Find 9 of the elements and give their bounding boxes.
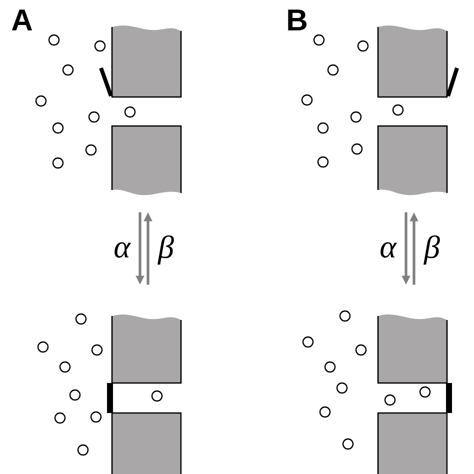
edge-label: α — [380, 242, 397, 258]
panel-label: A — [12, 10, 32, 30]
edge-label: α — [114, 242, 131, 258]
edge-label: β — [158, 235, 174, 265]
channel-drawing — [37, 313, 182, 474]
channel-drawing — [35, 26, 182, 196]
panel-label: B — [288, 10, 306, 30]
channel-drawing — [302, 310, 452, 474]
edge-label: β — [424, 235, 440, 265]
